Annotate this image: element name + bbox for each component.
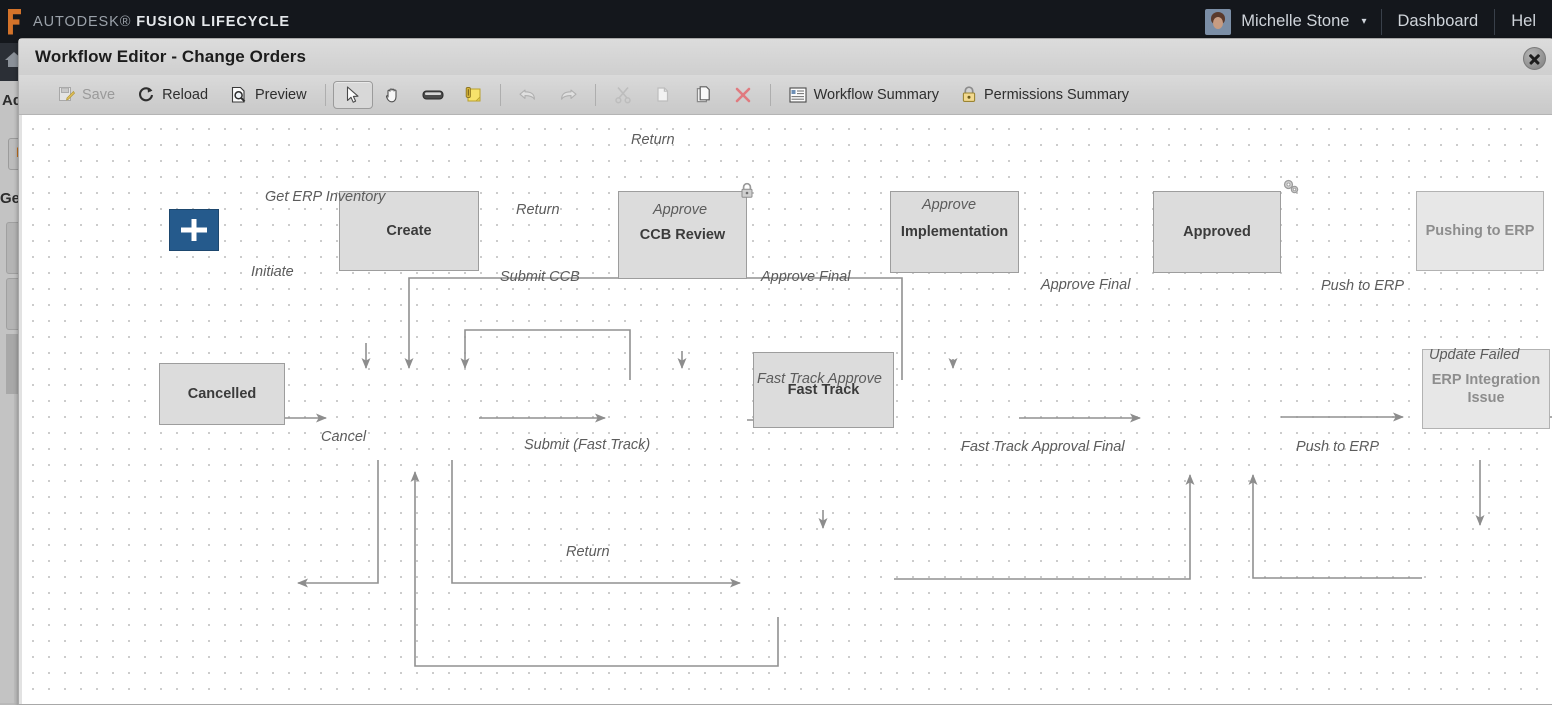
hand-icon [384, 86, 402, 104]
note-tool[interactable] [453, 81, 493, 109]
nav-help[interactable]: Hel [1495, 12, 1552, 31]
page-title: Workflow Editor - Change Orders [19, 47, 306, 67]
lock-icon [961, 86, 977, 103]
workflow-node-label: Cancelled [188, 385, 257, 403]
transition-label-return-ccb[interactable]: Return [516, 202, 560, 218]
workflow-start-node[interactable] [169, 209, 219, 251]
undo-icon [518, 87, 538, 103]
editor-toolbar: Save Reload Preview [19, 75, 1552, 115]
reload-button[interactable]: Reload [126, 80, 219, 110]
preview-button[interactable]: Preview [219, 80, 318, 110]
transition-label-update-failed[interactable]: Update Failed [1429, 347, 1519, 363]
background-general-label: Ge [0, 190, 20, 207]
transition-label-push-erp-2[interactable]: Push to ERP [1296, 439, 1379, 455]
preview-label: Preview [255, 87, 307, 103]
workflow-node-label: CCB Review [640, 226, 725, 244]
permissions-summary-label: Permissions Summary [984, 87, 1129, 103]
preview-icon [230, 86, 248, 104]
workflow-node-fasttrack[interactable]: Fast Track [753, 352, 894, 428]
workflow-node-label: Implementation [901, 223, 1008, 241]
transition-label-approve-final-1[interactable]: Approve Final [761, 269, 850, 285]
cursor-icon [345, 86, 361, 104]
workflow-summary-button[interactable]: Workflow Summary [778, 80, 950, 110]
canvas-left-edge [19, 115, 22, 704]
transition-label-return-fast[interactable]: Return [566, 544, 610, 560]
toolbar-divider [325, 84, 326, 106]
workflow-summary-icon [789, 87, 807, 103]
transition-label-fast-final[interactable]: Fast Track Approval Final [961, 439, 1125, 455]
state-tool[interactable] [413, 81, 453, 109]
copy-button[interactable] [643, 81, 683, 109]
reload-label: Reload [162, 87, 208, 103]
save-button[interactable]: Save [47, 80, 126, 110]
sticky-note-icon [464, 86, 482, 104]
workflow-node-label: Approved [1183, 223, 1251, 241]
toolbar-divider [770, 84, 771, 106]
global-topbar: AUTODESK® FUSION LIFECYCLE Michelle Ston… [0, 0, 1552, 43]
workflow-node-label: Create [386, 222, 431, 240]
save-icon [58, 86, 75, 103]
brand-text: AUTODESK® FUSION LIFECYCLE [33, 14, 290, 30]
workflow-node-pushing[interactable]: Pushing to ERP [1416, 191, 1544, 271]
workflow-node-label: Pushing to ERP [1426, 222, 1535, 240]
nav-dashboard[interactable]: Dashboard [1382, 12, 1495, 31]
close-icon[interactable] [1523, 47, 1546, 70]
redo-button[interactable] [548, 81, 588, 109]
lock-icon [739, 182, 755, 198]
avatar [1205, 9, 1231, 35]
transition-label-approve-impl[interactable]: Approve [922, 197, 976, 213]
chevron-down-icon: ▾ [1361, 16, 1366, 27]
transition-label-approve-final-2[interactable]: Approve Final [1041, 277, 1130, 293]
user-menu[interactable]: Michelle Stone ▾ [1191, 0, 1380, 43]
workflow-editor-dialog: Workflow Editor - Change Orders Save Rel… [18, 38, 1552, 705]
workflow-node-approved[interactable]: Approved [1153, 191, 1281, 273]
toolbar-divider [595, 84, 596, 106]
scissors-icon [614, 86, 632, 104]
toolbar-divider [500, 84, 501, 106]
dialog-titlebar: Workflow Editor - Change Orders [19, 39, 1552, 76]
topbar-right-group: Michelle Stone ▾ Dashboard Hel [1191, 0, 1552, 43]
undo-button[interactable] [508, 81, 548, 109]
workflow-node-label: ERP Integration Issue [1423, 371, 1549, 407]
copy-icon [654, 86, 672, 104]
cut-button[interactable] [603, 81, 643, 109]
paste-button[interactable] [683, 81, 723, 109]
paste-icon [694, 86, 712, 104]
select-tool[interactable] [333, 81, 373, 109]
transition-label-cancel[interactable]: Cancel [321, 429, 366, 445]
reload-icon [137, 86, 155, 104]
transition-label-return-top[interactable]: Return [631, 132, 675, 148]
delete-x-icon [734, 86, 752, 104]
delete-button[interactable] [723, 81, 763, 109]
save-label: Save [82, 87, 115, 103]
autodesk-f-icon [6, 8, 25, 36]
transition-label-get-erp[interactable]: Get ERP Inventory [265, 189, 385, 205]
brand-prefix: AUTODESK [33, 14, 120, 30]
redo-icon [558, 87, 578, 103]
brand-logo[interactable]: AUTODESK® FUSION LIFECYCLE [0, 8, 290, 36]
brand-registered: ® [120, 14, 132, 30]
permissions-summary-button[interactable]: Permissions Summary [950, 80, 1140, 110]
brand-product: FUSION LIFECYCLE [136, 14, 290, 30]
state-box-icon [422, 88, 444, 102]
transition-label-submit-fast[interactable]: Submit (Fast Track) [524, 437, 650, 453]
gears-icon [1281, 177, 1297, 193]
transition-label-initiate[interactable]: Initiate [251, 264, 294, 280]
transition-label-push-erp-1[interactable]: Push to ERP [1321, 278, 1404, 294]
workflow-node-cancelled[interactable]: Cancelled [159, 363, 285, 425]
transition-label-fast-approve[interactable]: Fast Track Approve [757, 371, 882, 387]
workflow-summary-label: Workflow Summary [814, 87, 939, 103]
user-name: Michelle Stone [1241, 12, 1349, 31]
pan-tool[interactable] [373, 81, 413, 109]
transition-label-submit-ccb[interactable]: Submit CCB [500, 269, 580, 285]
transition-label-approve-ccb[interactable]: Approve [653, 202, 707, 218]
